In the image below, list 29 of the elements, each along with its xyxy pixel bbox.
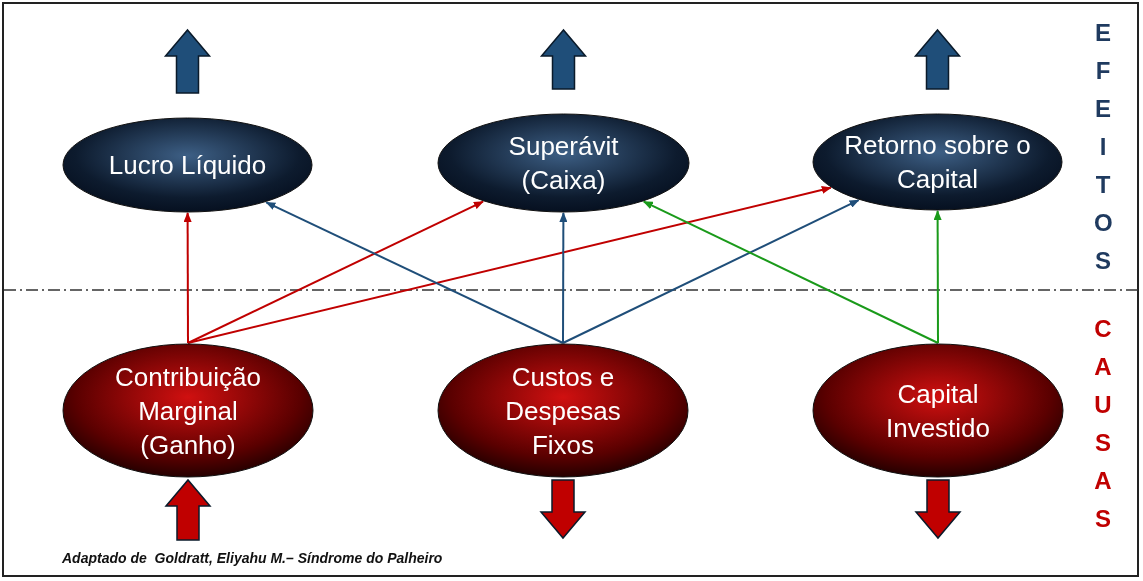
block-arrow <box>164 478 212 541</box>
arrow <box>187 186 832 344</box>
arrow <box>187 200 484 344</box>
node-label: Contribuição Marginal (Ganho) <box>114 360 262 462</box>
block-arrow <box>914 479 962 540</box>
arrow <box>265 201 564 344</box>
arrow <box>183 212 192 344</box>
source-caption: Adaptado de Goldratt, Eliyahu M.– Síndrome do Palheiro <box>62 549 443 568</box>
node-label: Retorno sobre o Capital <box>843 129 1032 196</box>
vertical-side-label: CAUSAS <box>1094 314 1112 534</box>
ellipse-node <box>812 343 1064 478</box>
ellipse-node <box>812 113 1063 211</box>
node-label: Capital Investido <box>884 377 992 445</box>
block-arrow <box>913 28 962 90</box>
block-arrow <box>163 28 212 94</box>
ellipse-node <box>437 343 689 478</box>
vertical-side-label: EFEITOS <box>1094 18 1112 276</box>
arrow <box>562 199 860 344</box>
node-label: Custos e Despesas Fixos <box>504 360 622 462</box>
block-arrow <box>539 28 588 90</box>
ellipse-node <box>62 117 313 213</box>
arrow <box>642 200 939 344</box>
block-arrow <box>539 479 587 540</box>
node-label: Lucro Líquido <box>107 149 268 182</box>
arrow <box>559 212 568 344</box>
ellipse-node <box>62 343 314 478</box>
ellipse-node <box>437 113 690 213</box>
node-label: Superávit (Caixa) <box>507 130 620 197</box>
arrow <box>933 210 942 344</box>
